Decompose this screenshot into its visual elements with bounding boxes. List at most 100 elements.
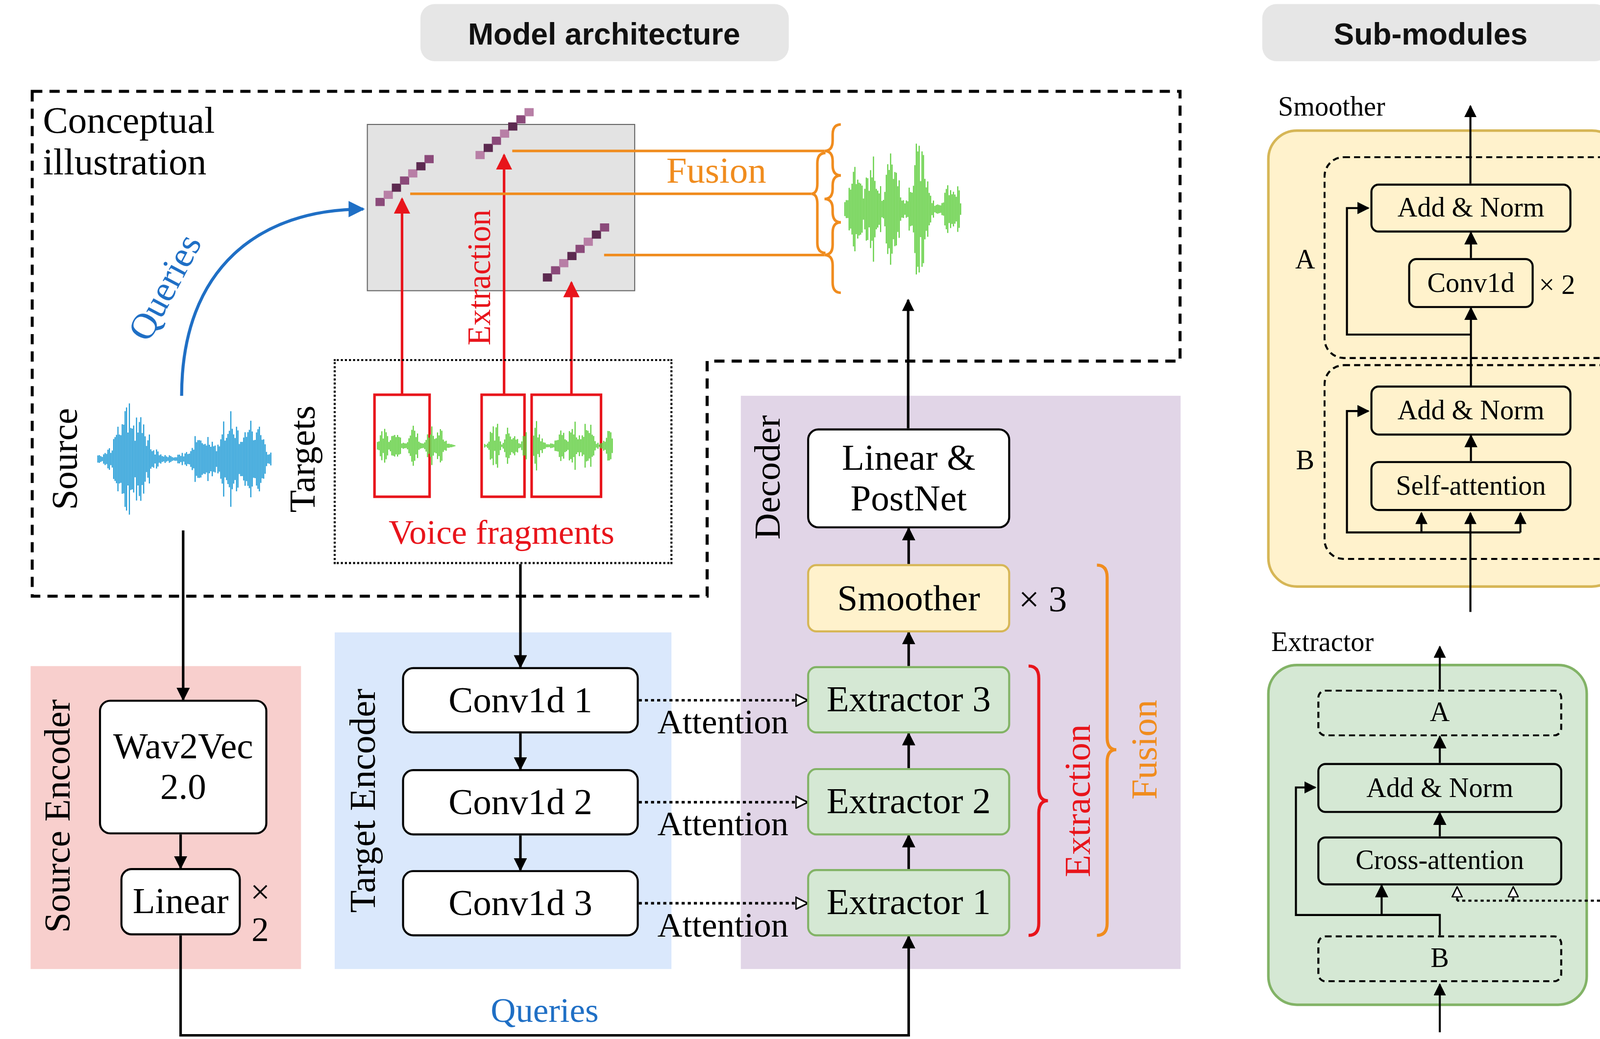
illustration-part: [919, 181, 921, 238]
illustration-part: [910, 192, 911, 227]
illustration-part: [508, 433, 510, 459]
illustration-part: [570, 432, 572, 460]
illustration-part: [376, 442, 378, 450]
illustration-part: [860, 183, 862, 235]
illustration-part: [567, 441, 569, 450]
illustration-part: [867, 178, 869, 241]
illustration-part: [121, 424, 123, 494]
illustration-part: [925, 187, 927, 231]
flow-arrow: [1381, 885, 1440, 936]
illustration-part: [958, 190, 960, 229]
illustration-part: [891, 164, 893, 254]
illustration-part: [563, 433, 565, 460]
illustration-part: [548, 444, 550, 448]
illustration-part: [499, 129, 510, 138]
illustration-part: [888, 170, 890, 249]
illustration-part: [104, 453, 106, 466]
illustration-part: [130, 428, 132, 491]
illustration-part: [1420, 513, 1423, 533]
process-box: Wav2Vec 2.0: [98, 699, 268, 835]
illustration-part: [1455, 887, 1458, 902]
illustration-part: [180, 456, 182, 463]
illustration-part: [948, 195, 950, 223]
illustration-part: [451, 444, 453, 448]
illustration-part: [558, 434, 560, 458]
illustration-part: [143, 424, 145, 494]
illustration-part: [521, 441, 523, 451]
illustration-part: [410, 192, 812, 196]
illustration-part: [542, 442, 544, 450]
illustration-part: [417, 433, 419, 459]
illustration-part: [401, 443, 403, 448]
illustration-part: [902, 200, 904, 219]
flow-arrow: [907, 733, 911, 769]
illustration-part: [905, 200, 907, 218]
illustration-part: [269, 454, 271, 464]
illustration-part: [524, 436, 526, 456]
sub-block: B: [1317, 935, 1563, 983]
illustration-part: [878, 193, 880, 225]
illustration-part: [938, 205, 940, 214]
illustration-part: [1469, 106, 1472, 184]
illustration-part: [516, 439, 518, 453]
illustration-part: [230, 411, 232, 507]
illustration-part: [824, 175, 841, 223]
illustration-part: [402, 443, 404, 449]
illustration-part: [604, 253, 825, 257]
illustration-part: [858, 182, 860, 236]
illustration-part: [144, 436, 146, 483]
node-label: Add & Norm: [1366, 773, 1514, 804]
module-panel: DecoderLinear & PostNetSmootherExtractor…: [740, 395, 1181, 970]
illustration-part: [1438, 984, 1441, 1033]
process-box: Conv1d 3: [401, 870, 639, 937]
illustration-part: [495, 427, 497, 465]
illustration-part: [854, 167, 856, 252]
illustration-part: [531, 394, 602, 497]
process-box: Conv1d 2: [401, 769, 639, 836]
illustration-part: [524, 108, 534, 117]
illustration-part: [408, 169, 418, 178]
illustration-part: [898, 180, 900, 238]
illustration-part: [391, 436, 393, 456]
illustration-part: [169, 455, 171, 463]
sub-block: AAdd & NormConv1d: [1323, 156, 1600, 360]
illustration-part: [935, 204, 937, 214]
illustration-part: [911, 192, 913, 226]
illustration-part: [213, 446, 215, 472]
illustration-part: [183, 456, 185, 463]
illustration-part: [583, 437, 585, 455]
node-label: Extractor 2: [826, 781, 991, 822]
node-label: A: [1295, 245, 1316, 276]
illustration-part: [381, 431, 383, 461]
panel-fills: [30, 130, 1600, 1006]
illustration-part: [505, 434, 507, 458]
illustration-part: [586, 430, 588, 462]
illustration-part: [422, 443, 424, 448]
illustration-part: [190, 451, 192, 468]
output-waveform: [844, 143, 961, 275]
illustration-part: [205, 445, 207, 473]
illustration-part: [157, 451, 159, 468]
illustration-part: [390, 440, 392, 452]
target-waveform: [484, 423, 527, 468]
illustration-part: [953, 192, 955, 227]
illustration-part: [908, 187, 910, 231]
illustration-part: [592, 436, 594, 456]
illustration-part: [550, 443, 552, 449]
illustration-part: [850, 189, 852, 229]
illustration-part: [437, 432, 439, 460]
illustration-part: [589, 433, 591, 459]
illustration-part: [928, 193, 930, 226]
illustration-part: [454, 445, 456, 447]
illustration-part: [255, 432, 257, 486]
flow-arrow: [1470, 232, 1473, 259]
illustration-part: [895, 172, 897, 246]
illustration-part: [740, 395, 1181, 970]
illustration-part: [865, 177, 867, 241]
illustration-part: [141, 433, 143, 486]
illustration-part: [409, 435, 411, 457]
sub-block: A: [1317, 689, 1563, 738]
illustration-part: [421, 443, 423, 449]
edge-label: Queries: [490, 991, 599, 1030]
